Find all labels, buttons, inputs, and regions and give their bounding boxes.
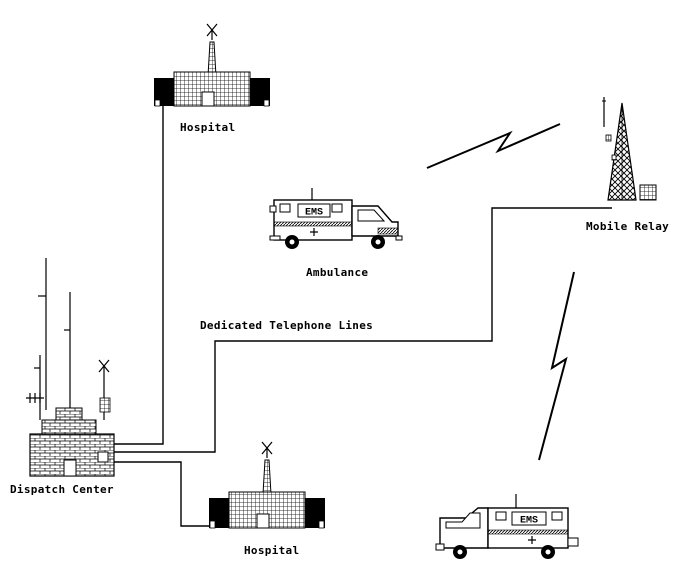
lightning-bolt-icon — [538, 271, 575, 461]
ambulance-icon: EMS — [435, 494, 579, 559]
line-to-hospital-bottom — [114, 461, 218, 527]
line-to-hospital-top — [114, 104, 164, 445]
dispatch-center-label: Dispatch Center — [10, 483, 114, 496]
dedicated-lines-label: Dedicated Telephone Lines — [200, 319, 374, 332]
ems-text: EMS — [520, 516, 538, 527]
hospital-building-icon — [209, 441, 325, 529]
hospital-top-label: Hospital — [180, 121, 236, 134]
ambulance-label: Ambulance — [306, 266, 369, 279]
hospital-bottom-label: Hospital — [244, 544, 300, 557]
ems-text: EMS — [305, 208, 323, 219]
dispatch-building-icon — [26, 258, 115, 477]
mobile-relay-label: Mobile Relay — [586, 220, 670, 233]
telephone-lines — [114, 104, 612, 527]
radio-tower-icon — [602, 97, 657, 201]
line-to-mobile-relay — [114, 207, 612, 453]
lightning-bolt-icon — [426, 123, 561, 169]
antenna-icon — [26, 258, 110, 420]
hospital-building-icon — [154, 23, 270, 107]
ambulance-icon: EMS — [269, 188, 403, 249]
